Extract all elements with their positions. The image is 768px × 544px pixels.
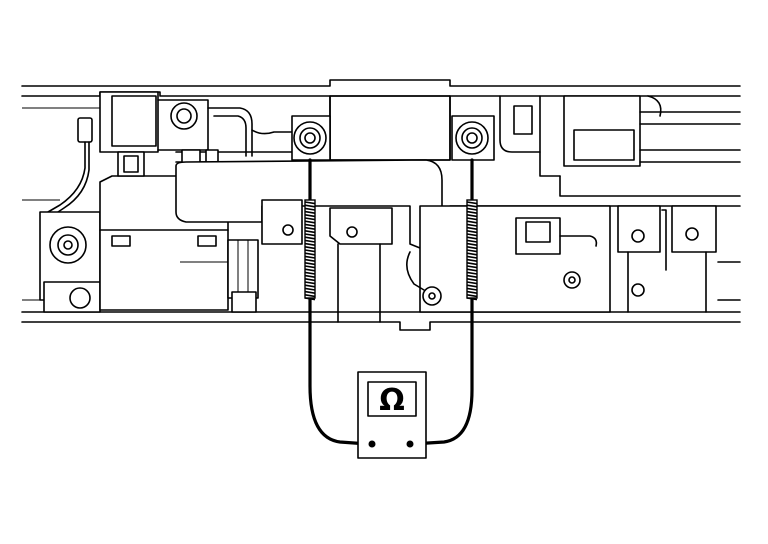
probe-lead-right [410,158,478,446]
meter-terminal-right [406,440,414,448]
terminal-bolt-right [451,115,495,161]
hatched-bus-bar [329,95,451,161]
ohmmeter: Ω [357,371,427,459]
left-bracket [99,91,209,153]
chassis-frame [21,79,741,331]
right-assembly [449,95,741,207]
connector-pigtail [47,117,93,217]
left-mount [39,211,101,313]
ohmmeter-icon: Ω [379,383,405,418]
right-panel [406,205,611,313]
terminal-bolt-left [291,115,331,161]
probe-lead-left [304,158,370,446]
right-brackets [617,205,741,313]
meter-terminal-left [368,440,376,448]
